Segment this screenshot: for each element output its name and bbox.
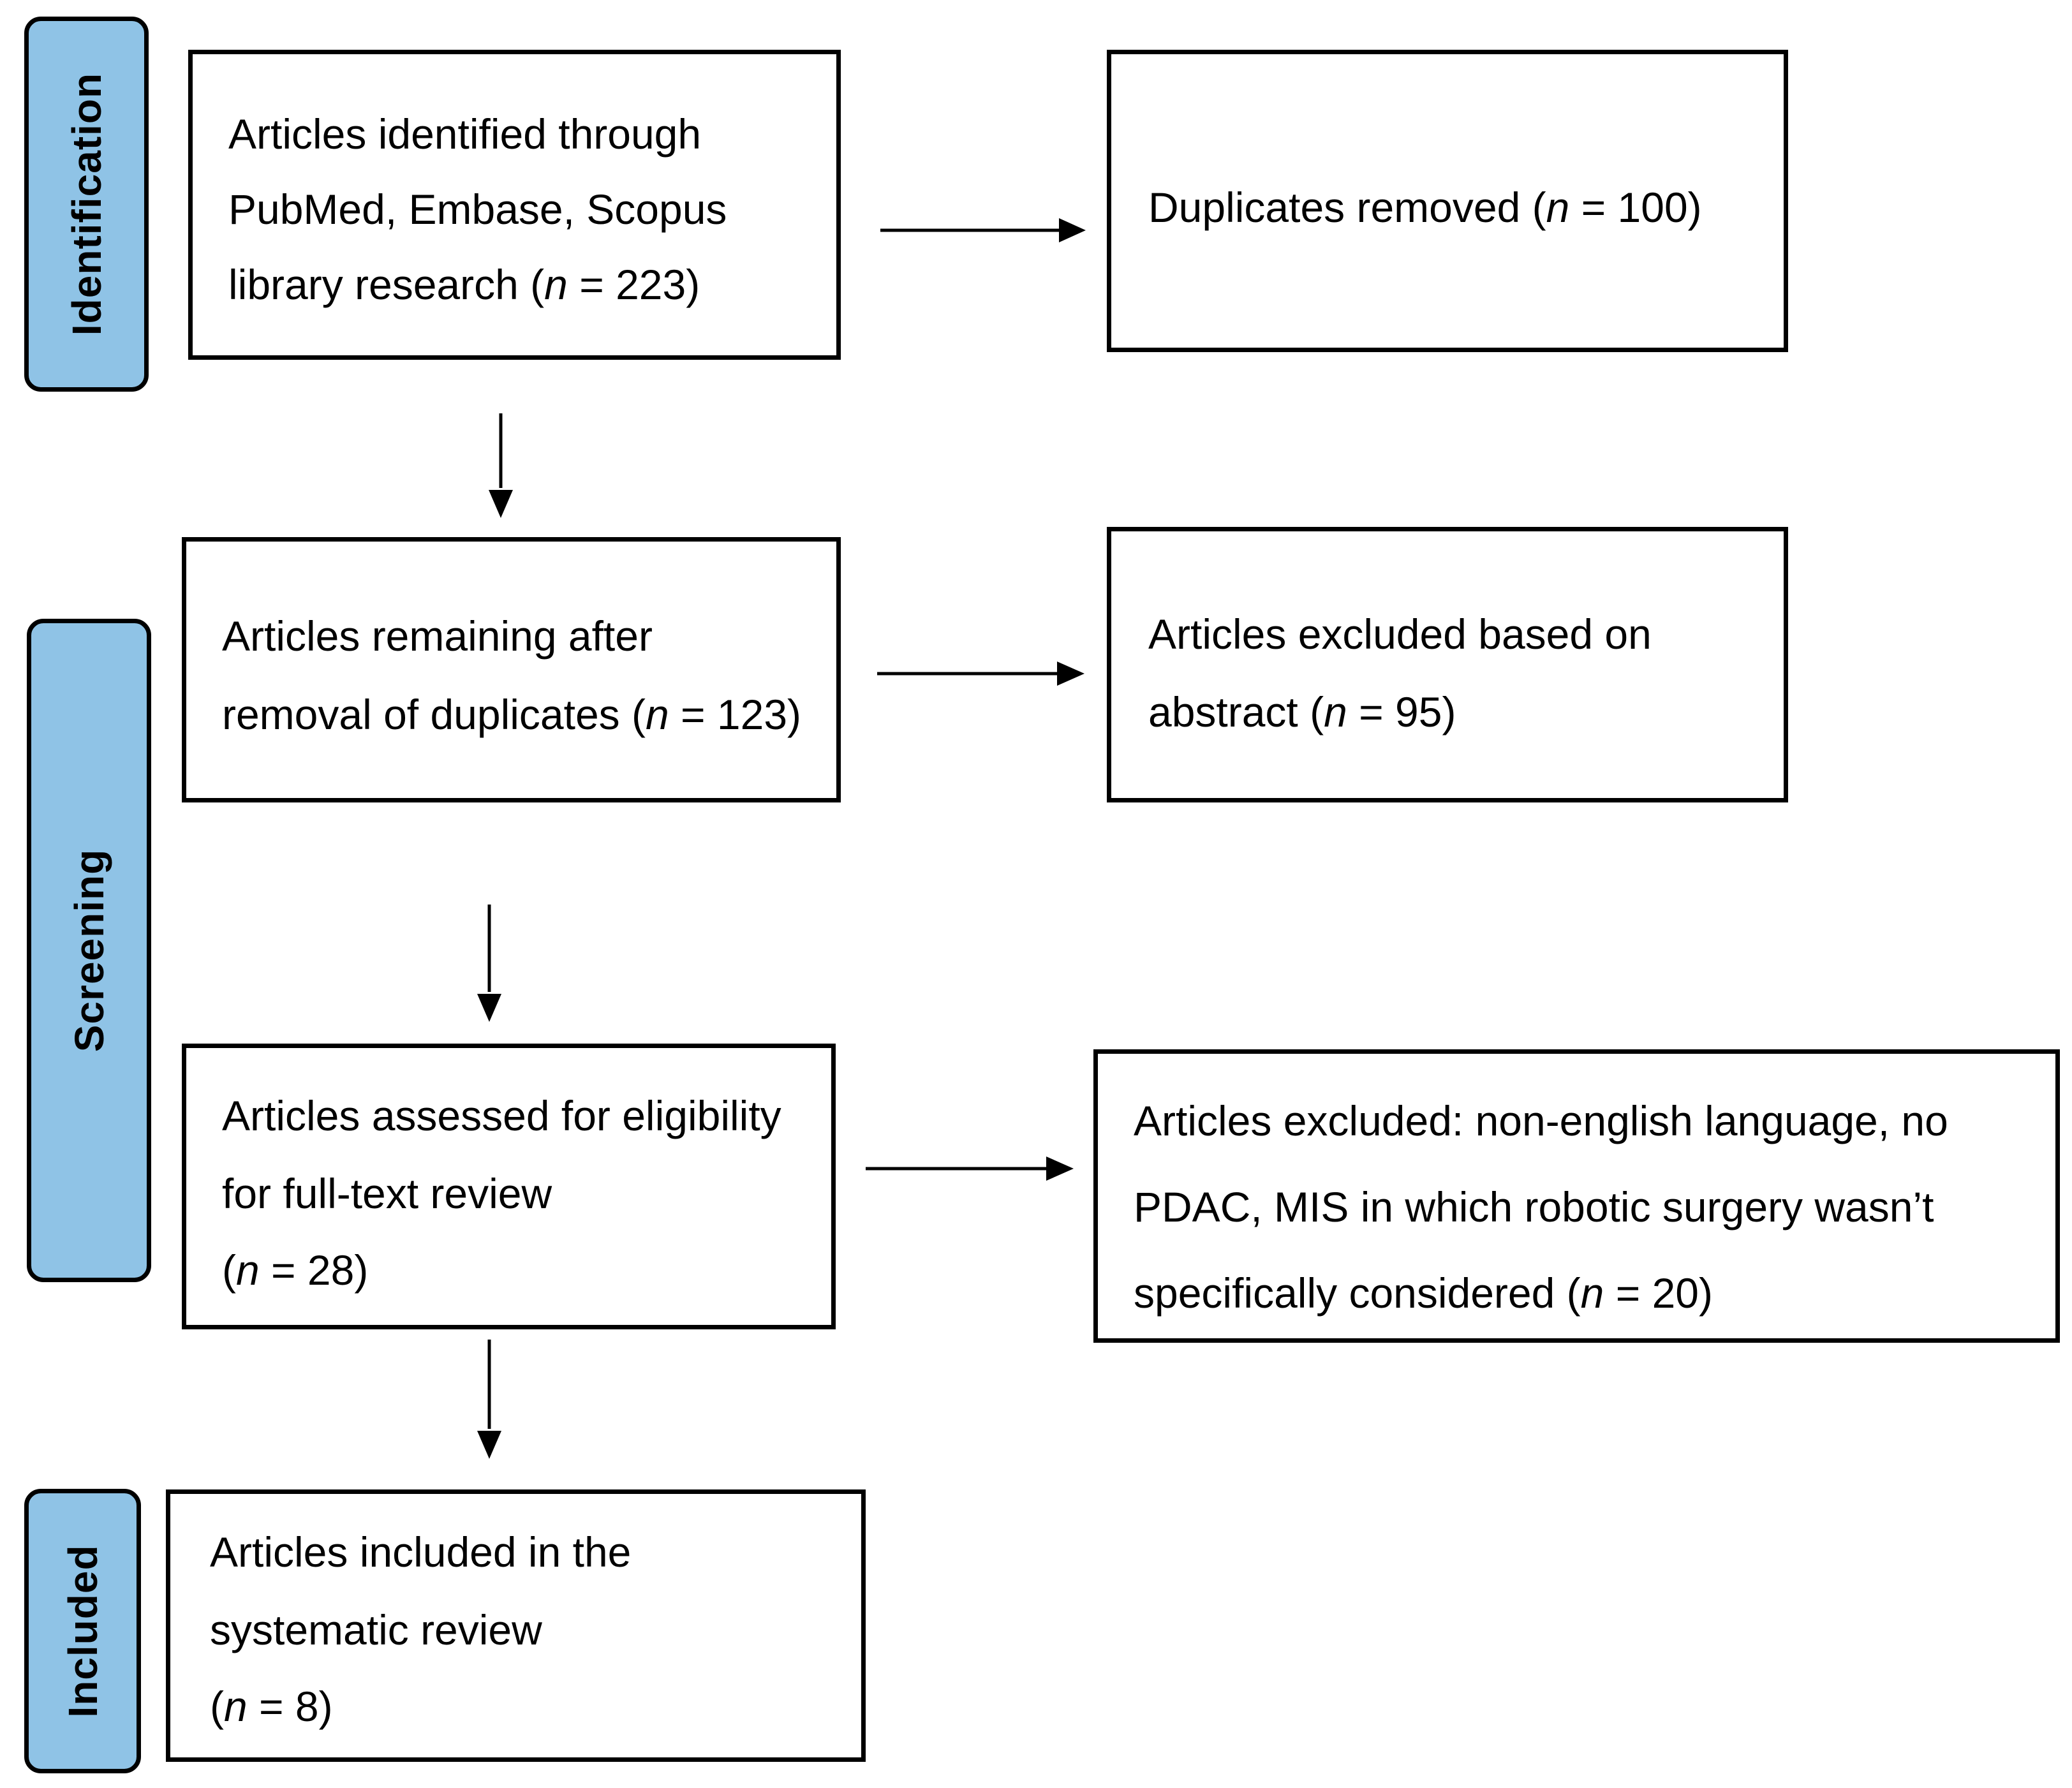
box-assessed-eligibility-line3: (n = 28)	[222, 1246, 369, 1294]
arrowhead-remaining-to-excluded-abstract	[1057, 661, 1084, 686]
box-assessed-eligibility-line1: Articles assessed for eligibility	[222, 1092, 781, 1139]
box-studies-included-line1: Articles included in the	[210, 1528, 632, 1576]
box-assessed-eligibility: Articles assessed for eligibility for fu…	[182, 1044, 836, 1329]
box-excluded-fulltext-line2: PDAC, MIS in which robotic surgery wasn’…	[1134, 1183, 1934, 1230]
arrowhead-identified-to-duplicates	[1059, 218, 1086, 242]
box-studies-included-line2: systematic review	[210, 1606, 542, 1653]
arrowhead-assessed-to-excluded-fulltext	[1046, 1156, 1074, 1181]
box-excluded-fulltext-line3: specifically considered (n = 20)	[1134, 1269, 1713, 1317]
box-records-identified: Articles identified through PubMed, Emba…	[188, 50, 841, 360]
box-records-identified-line1: Articles identified through	[228, 110, 702, 158]
stage-label-identification: Identification	[24, 17, 149, 392]
arrowhead-identified-to-remaining	[489, 490, 513, 518]
box-excluded-fulltext-line1: Articles excluded: non-english language,…	[1134, 1097, 1948, 1144]
stage-label-screening-text: Screening	[66, 848, 112, 1053]
box-excluded-fulltext: Articles excluded: non-english language,…	[1093, 1049, 2060, 1343]
box-studies-included: Articles included in the systematic revi…	[166, 1489, 866, 1762]
stage-label-included-text: Included	[59, 1544, 106, 1718]
box-assessed-eligibility-line2: for full-text review	[222, 1170, 552, 1217]
box-duplicates-removed: Duplicates removed (n = 100)	[1107, 50, 1788, 352]
box-records-identified-line3: library research (n = 223)	[228, 261, 700, 308]
stage-label-identification-text: Identification	[63, 72, 110, 336]
stage-label-included: Included	[24, 1489, 141, 1773]
box-records-remaining: Articles remaining after removal of dupl…	[182, 537, 841, 802]
box-duplicates-removed-line1: Duplicates removed (n = 100)	[1148, 184, 1702, 231]
arrowhead-remaining-to-assessed	[477, 994, 501, 1022]
box-excluded-abstract-line1: Articles excluded based on	[1148, 610, 1652, 658]
box-records-remaining-line1: Articles remaining after	[222, 612, 653, 660]
box-excluded-abstract: Articles excluded based on abstract (n =…	[1107, 527, 1788, 802]
box-records-remaining-line2: removal of duplicates (n = 123)	[222, 691, 802, 738]
arrowhead-assessed-to-included	[477, 1431, 501, 1459]
box-records-identified-line2: PubMed, Embase, Scopus	[228, 186, 727, 233]
box-studies-included-line3: (n = 8)	[210, 1683, 333, 1730]
box-excluded-abstract-line2: abstract (n = 95)	[1148, 688, 1456, 735]
stage-label-screening: Screening	[27, 619, 151, 1282]
